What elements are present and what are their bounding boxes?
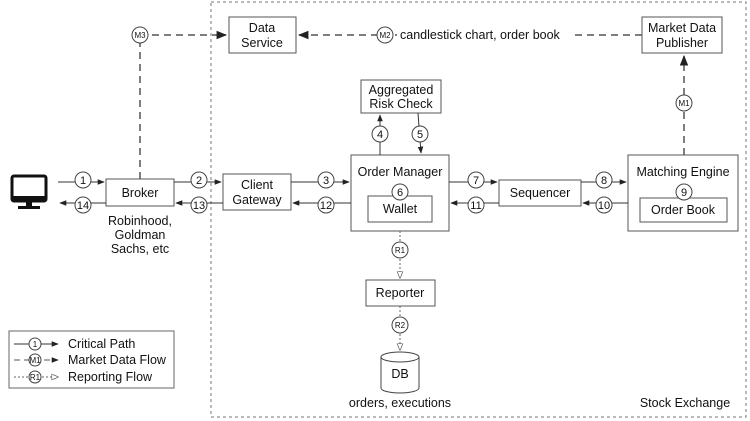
stock-exchange-label: Stock Exchange — [640, 396, 730, 410]
svg-text:Gateway: Gateway — [232, 193, 282, 207]
step-1: 1 — [74, 171, 92, 189]
stock-exchange-boundary — [210, 1, 747, 418]
svg-text:R1: R1 — [30, 373, 41, 382]
svg-text:8: 8 — [601, 175, 607, 187]
step-9: 9 — [675, 183, 693, 201]
svg-text:Risk Check: Risk Check — [369, 97, 433, 111]
step-3: 3 — [317, 171, 335, 189]
svg-text:7: 7 — [473, 175, 479, 187]
broker-node: Broker — [105, 178, 175, 207]
svg-text:Aggregated: Aggregated — [369, 83, 434, 97]
svg-text:Client: Client — [241, 178, 273, 192]
svg-text:Market Data Flow: Market Data Flow — [68, 353, 167, 367]
svg-text:Sachs, etc: Sachs, etc — [111, 242, 169, 256]
legend-reporting-flow: R1 Reporting Flow — [14, 370, 153, 384]
svg-text:1: 1 — [33, 340, 38, 349]
svg-text:Data: Data — [249, 21, 275, 35]
svg-text:Publisher: Publisher — [656, 36, 708, 50]
client-gateway-node: Client Gateway — [222, 173, 292, 211]
reporter-node: Reporter — [365, 279, 436, 307]
report-r2: R2 — [391, 316, 409, 334]
svg-text:9: 9 — [681, 187, 687, 199]
report-r1: R1 — [391, 241, 409, 259]
svg-text:Market Data: Market Data — [648, 21, 716, 35]
svg-text:R1: R1 — [395, 246, 406, 255]
svg-text:12: 12 — [320, 200, 332, 212]
legend-critical-path: 1 Critical Path — [14, 337, 135, 351]
svg-text:Service: Service — [241, 36, 283, 50]
svg-text:13: 13 — [193, 200, 205, 212]
market-m1: M1 — [675, 94, 693, 112]
svg-text:5: 5 — [417, 129, 423, 141]
svg-text:14: 14 — [77, 200, 89, 212]
broker-examples: Robinhood, Goldman Sachs, etc — [108, 214, 172, 256]
db-caption: orders, executions — [349, 396, 451, 410]
step-7: 7 — [467, 171, 485, 189]
db-node: DB — [380, 351, 420, 394]
market-m2: M2 — [376, 26, 394, 44]
risk-check-node: Aggregated Risk Check — [360, 79, 442, 114]
svg-text:1: 1 — [80, 175, 86, 187]
svg-text:10: 10 — [598, 200, 610, 212]
svg-text:11: 11 — [470, 200, 481, 212]
step-4: 4 — [371, 125, 389, 143]
order-book-node — [639, 197, 728, 223]
step-10: 10 — [595, 196, 613, 214]
sequencer-node: Sequencer — [498, 179, 582, 207]
data-service-node: Data Service — [228, 16, 297, 54]
legend-market-data-flow: M1 Market Data Flow — [14, 353, 167, 367]
svg-text:3: 3 — [323, 175, 329, 187]
legend: 1 Critical Path M1 Market Data Flow R1 R… — [8, 330, 175, 389]
wallet-label: Wallet — [383, 202, 418, 216]
svg-text:Sequencer: Sequencer — [510, 186, 570, 200]
svg-text:Reporter: Reporter — [376, 286, 425, 300]
desktop-monitor-icon — [10, 174, 48, 209]
step-5: 5 — [411, 125, 429, 143]
market-data-publisher-node: Market Data Publisher — [641, 16, 723, 54]
step-14: 14 — [74, 196, 92, 214]
svg-text:4: 4 — [377, 129, 383, 141]
step-12: 12 — [317, 196, 335, 214]
step-13: 13 — [190, 196, 208, 214]
svg-text:Order Manager: Order Manager — [358, 165, 443, 179]
svg-text:2: 2 — [196, 175, 202, 187]
svg-text:Robinhood,: Robinhood, — [108, 214, 172, 228]
svg-text:M3: M3 — [134, 31, 146, 40]
m2-caption: candlestick chart, order book — [400, 28, 561, 42]
market-m3: M3 — [131, 26, 149, 44]
step-8: 8 — [595, 171, 613, 189]
svg-text:DB: DB — [391, 367, 408, 381]
step-2: 2 — [190, 171, 208, 189]
svg-text:Critical Path: Critical Path — [68, 337, 135, 351]
svg-text:R2: R2 — [395, 321, 406, 330]
svg-text:M2: M2 — [379, 31, 391, 40]
svg-text:Goldman: Goldman — [115, 228, 166, 242]
order-book-label: Order Book — [651, 203, 716, 217]
svg-text:6: 6 — [397, 187, 403, 199]
svg-text:Matching Engine: Matching Engine — [636, 165, 729, 179]
svg-text:Reporting Flow: Reporting Flow — [68, 370, 153, 384]
svg-text:M1: M1 — [678, 99, 690, 108]
step-11: 11 — [467, 196, 485, 214]
svg-text:Broker: Broker — [122, 186, 159, 200]
svg-text:M1: M1 — [29, 356, 41, 365]
step-6: 6 — [391, 183, 409, 201]
